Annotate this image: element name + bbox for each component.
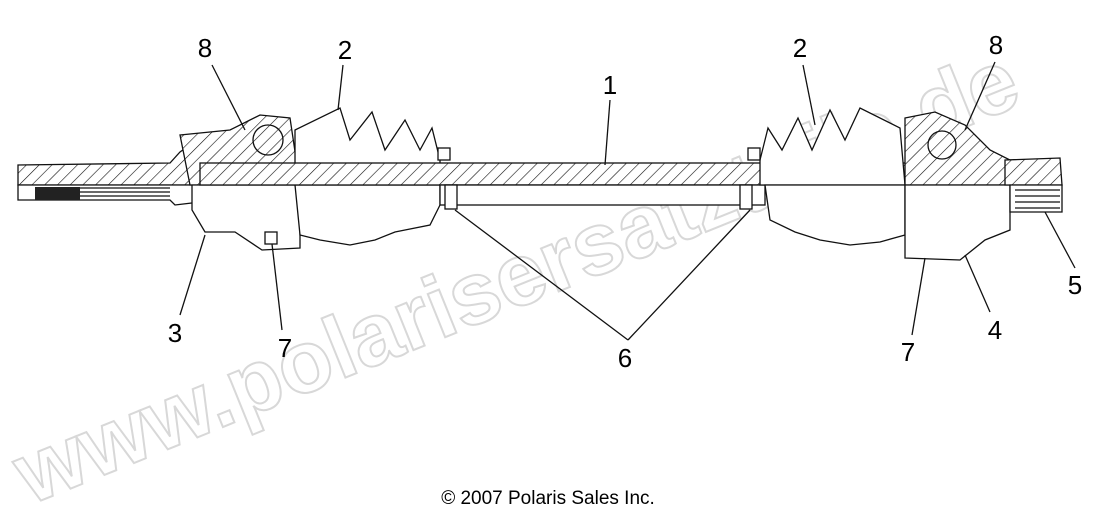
watermark: www.polarisersatzteile.de — [0, 29, 1032, 523]
callout-8-left: 8 — [198, 33, 212, 63]
callout-3: 3 — [168, 318, 182, 348]
right-boot — [747, 107, 906, 246]
leader-lines — [179, 61, 1076, 341]
callout-4: 4 — [988, 315, 1002, 345]
callout-1: 1 — [603, 70, 617, 100]
callout-2-right: 2 — [793, 33, 807, 63]
left-stub-shaft — [17, 143, 201, 206]
callout-labels: 8 2 1 2 8 3 7 6 7 4 5 — [168, 30, 1082, 373]
callout-6: 6 — [618, 343, 632, 373]
callout-2-left: 2 — [338, 35, 352, 65]
callout-7-right: 7 — [901, 337, 915, 367]
thread-icon — [35, 187, 80, 200]
right-cv-joint — [904, 111, 1011, 261]
callout-8-right: 8 — [989, 30, 1003, 60]
right-stub-shaft — [1004, 157, 1063, 213]
copyright: © 2007 Polaris Sales Inc. — [441, 488, 655, 509]
callout-7-left: 7 — [278, 333, 292, 363]
callout-5: 5 — [1068, 270, 1082, 300]
